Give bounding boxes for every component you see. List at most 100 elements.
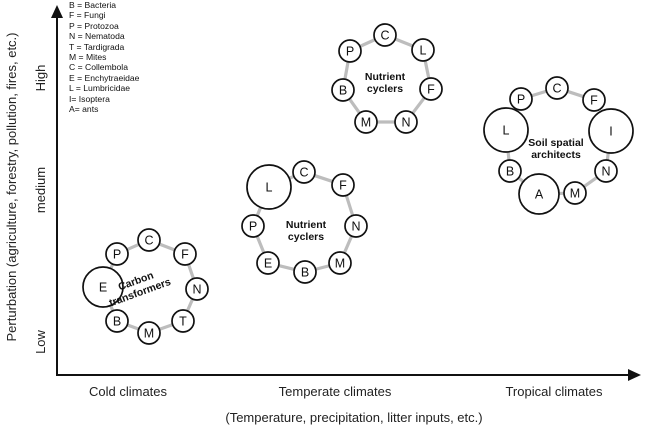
- organism-node: F: [582, 88, 606, 112]
- node-connector: [158, 242, 176, 252]
- node-connector: [315, 264, 330, 271]
- node-circle: [483, 107, 529, 153]
- legend-item: B = Bacteria: [69, 0, 117, 10]
- x-tick-temperate: Temperate climates: [279, 384, 392, 399]
- x-axis-arrowhead: [628, 369, 641, 381]
- node-circle: [419, 77, 443, 101]
- node-circle: [246, 164, 292, 210]
- node-letter: E: [264, 257, 272, 271]
- node-letter: F: [339, 179, 347, 193]
- organism-node: P: [241, 214, 265, 238]
- node-connector: [126, 243, 140, 251]
- node-circle: [344, 214, 368, 238]
- organism-node: B: [331, 78, 355, 102]
- organism-node: T: [171, 309, 195, 333]
- node-letter: M: [361, 116, 371, 130]
- node-letter: T: [179, 315, 187, 329]
- node-connector: [394, 37, 414, 48]
- node-circle: [331, 78, 355, 102]
- legend-item: N = Nematoda: [69, 31, 125, 42]
- node-letter: P: [346, 45, 354, 59]
- node-letter: C: [552, 82, 561, 96]
- node-letter: N: [351, 220, 360, 234]
- node-circle: [185, 277, 209, 301]
- node-connector: [343, 235, 353, 254]
- legend-item: F = Fungi: [69, 10, 106, 21]
- node-letter: F: [427, 83, 435, 97]
- organism-node: P: [509, 87, 533, 111]
- legend-item: L = Lumbricidae: [69, 83, 131, 94]
- x-tick-cold: Cold climates: [89, 384, 168, 399]
- node-circle: [105, 242, 129, 266]
- group-label-line: Nutrient: [365, 71, 406, 83]
- node-connector: [423, 60, 431, 79]
- axes: Perturbation (agriculture, forestry, pol…: [4, 5, 641, 425]
- node-connector: [517, 176, 525, 183]
- node-letter: B: [113, 315, 121, 329]
- node-circle: [137, 228, 161, 252]
- group-label-line: cyclers: [367, 83, 403, 95]
- node-letter: B: [301, 266, 309, 280]
- group-label-line: Nutrient: [286, 219, 327, 231]
- node-letter: C: [380, 29, 389, 43]
- organism-node: N: [594, 159, 618, 183]
- node-circle: [582, 88, 606, 112]
- organism-node: P: [105, 242, 129, 266]
- node-circle: [338, 39, 362, 63]
- node-connector: [288, 175, 295, 180]
- node-letter: I: [609, 125, 612, 139]
- legend-item: E = Enchytraeidae: [69, 72, 140, 83]
- organism-node: M: [137, 321, 161, 345]
- organism-node: M: [354, 110, 378, 134]
- node-letter: C: [144, 234, 153, 248]
- node-letter: B: [506, 165, 514, 179]
- node-letter: B: [339, 84, 347, 98]
- node-letter: L: [420, 44, 427, 58]
- organism-node: N: [185, 277, 209, 301]
- organism-node: B: [498, 159, 522, 183]
- organism-node: I: [588, 108, 634, 154]
- node-letter: F: [590, 94, 598, 108]
- organism-legend: B = Bacteria F = Fungi P = Protozoa N = …: [69, 0, 139, 114]
- y-axis-title: Perturbation (agriculture, forestry, pol…: [4, 33, 19, 342]
- node-letter: P: [517, 93, 525, 107]
- node-connector: [583, 176, 598, 188]
- organism-node: E: [256, 251, 280, 275]
- node-letter: E: [99, 281, 107, 295]
- node-circle: [293, 260, 317, 284]
- node-letter: M: [144, 327, 154, 341]
- y-tick-medium: medium: [33, 167, 48, 213]
- organism-node: A: [518, 173, 560, 215]
- node-letter: F: [181, 248, 189, 262]
- legend-item: A= ants: [69, 104, 99, 115]
- node-circle: [137, 321, 161, 345]
- node-circle: [105, 309, 129, 333]
- node-letter: C: [299, 166, 308, 180]
- node-letter: P: [249, 220, 257, 234]
- node-circle: [328, 251, 352, 275]
- node-connector: [158, 323, 174, 331]
- y-tick-high: High: [33, 65, 48, 92]
- node-letter: M: [570, 187, 580, 201]
- node-letter: A: [535, 188, 544, 202]
- node-circle: [411, 38, 435, 62]
- node-circle: [545, 76, 569, 100]
- node-circle: [292, 160, 316, 184]
- node-circle: [354, 110, 378, 134]
- organism-node: M: [563, 181, 587, 205]
- node-connector: [348, 98, 361, 114]
- node-connector: [255, 235, 266, 254]
- node-letter: P: [113, 248, 121, 262]
- legend-item: M = Mites: [69, 52, 107, 63]
- organism-node: B: [293, 260, 317, 284]
- organism-node: M: [328, 251, 352, 275]
- group-label-line: cyclers: [288, 231, 324, 243]
- organism-node: L: [483, 107, 529, 153]
- organism-node: F: [331, 173, 355, 197]
